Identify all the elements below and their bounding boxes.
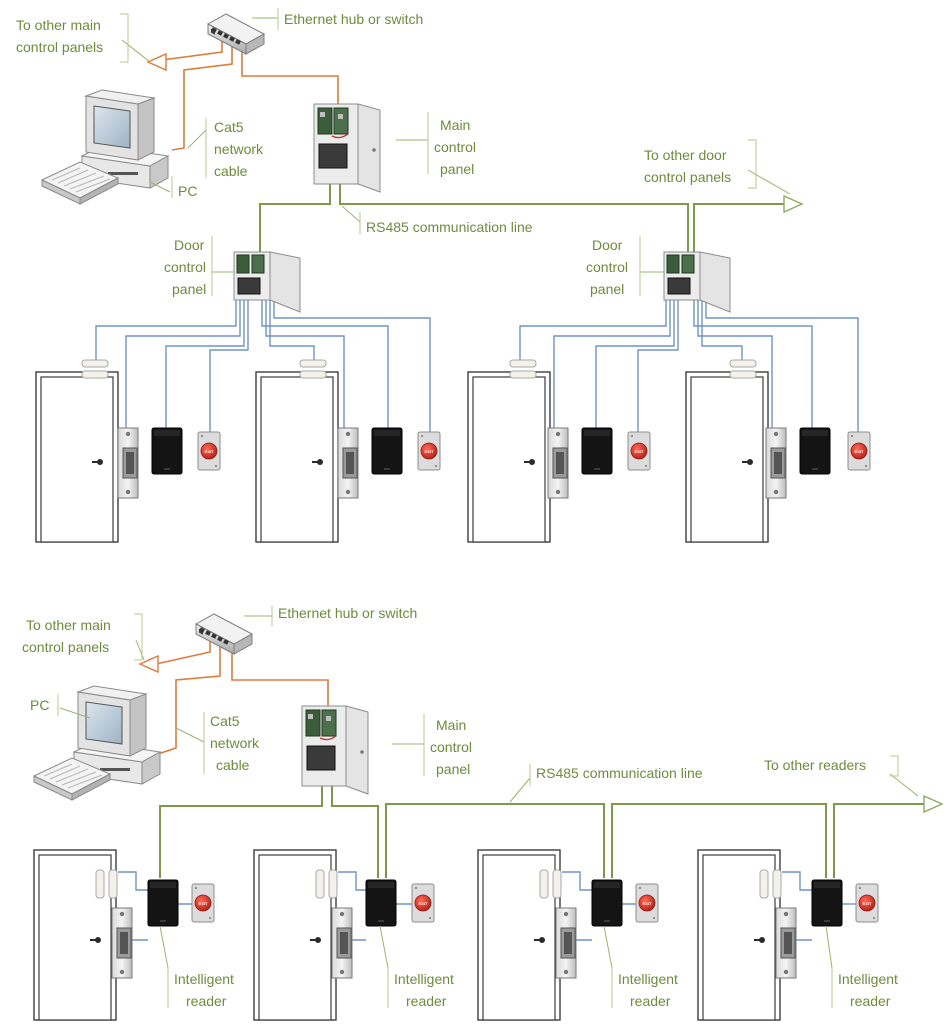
bottom-cat5-label-line2: network bbox=[210, 735, 260, 751]
top-cat5-label-line2: network bbox=[214, 141, 264, 157]
top-door-sensor-1 bbox=[81, 359, 109, 379]
top-electric-strike-1 bbox=[117, 427, 139, 499]
bottom-main-panel-label-line2: control bbox=[430, 739, 472, 755]
bottom-rs485-label: RS485 communication line bbox=[536, 765, 703, 781]
top-card-reader-2 bbox=[371, 427, 403, 475]
top-card-reader-1 bbox=[151, 427, 183, 475]
bottom-pc-icon bbox=[33, 685, 161, 801]
top-door-2 bbox=[255, 371, 339, 543]
top-door-sensor-4 bbox=[729, 359, 757, 379]
top-cat5-label-line3: cable bbox=[214, 163, 248, 179]
bottom-electric-strike-2 bbox=[331, 907, 353, 979]
bottom-other-readers-label: To other readers bbox=[764, 757, 866, 773]
top-ethernet-cables bbox=[161, 40, 339, 151]
top-ethernet-hub-icon bbox=[206, 12, 266, 56]
top-other-door-label-line2: control panels bbox=[644, 169, 731, 185]
top-door-panel-right-label-line1: Door bbox=[592, 237, 623, 253]
bottom-main-control-panel-icon bbox=[301, 705, 369, 795]
top-door-sensor-2 bbox=[299, 359, 327, 379]
top-pc-icon bbox=[41, 89, 169, 205]
top-rs485-label: RS485 communication line bbox=[366, 219, 533, 235]
bottom-ethernet-cables bbox=[155, 640, 329, 755]
exit-text: EXIT bbox=[863, 901, 872, 906]
top-door-1 bbox=[35, 371, 119, 543]
top-arrow-other-door-panels bbox=[783, 195, 803, 213]
bottom-ethernet-hub-icon bbox=[194, 612, 254, 656]
exit-text: EXIT bbox=[205, 449, 214, 454]
top-door-panel-right-label-line3: panel bbox=[590, 281, 624, 297]
exit-button-texts: EXIT EXIT EXIT EXIT EXIT EXIT EXIT EXIT bbox=[199, 449, 872, 906]
bottom-other-main-label-line1: To other main bbox=[26, 617, 111, 633]
top-pc-label: PC bbox=[178, 183, 197, 199]
top-diagram: Ethernet hub or switch To other main con… bbox=[16, 8, 871, 543]
bottom-reader-3-label-line1: Intelligent bbox=[618, 971, 678, 987]
top-hub-label: Ethernet hub or switch bbox=[284, 11, 423, 27]
exit-text: EXIT bbox=[855, 449, 864, 454]
bottom-intelligent-reader-2 bbox=[365, 879, 397, 927]
bottom-reader-1-label-line2: reader bbox=[186, 993, 227, 1009]
top-rs485-line bbox=[259, 172, 786, 262]
bottom-reader-4-label-line2: reader bbox=[850, 993, 891, 1009]
bottom-door-group-3 bbox=[477, 849, 659, 1021]
exit-text: EXIT bbox=[635, 449, 644, 454]
top-main-control-panel-icon bbox=[313, 103, 381, 193]
top-right-device-wires bbox=[519, 300, 859, 432]
top-door-panel-left-label-line1: Door bbox=[174, 237, 205, 253]
top-other-main-label-line2: control panels bbox=[16, 39, 103, 55]
top-arrow-other-main-panels bbox=[147, 53, 167, 71]
top-door-sensor-3 bbox=[509, 359, 537, 379]
bottom-other-main-label-line2: control panels bbox=[22, 639, 109, 655]
top-main-panel-label-line1: Main bbox=[440, 117, 470, 133]
top-card-reader-4 bbox=[799, 427, 831, 475]
bottom-intelligent-reader-3 bbox=[591, 879, 623, 927]
top-other-main-label-line1: To other main bbox=[16, 17, 101, 33]
top-main-panel-label-line3: panel bbox=[440, 161, 474, 177]
top-door-panel-left-label-line2: control bbox=[164, 259, 206, 275]
bottom-reader-4-label-line1: Intelligent bbox=[838, 971, 898, 987]
bottom-arrow-other-main-panels bbox=[139, 655, 159, 673]
bottom-cat5-label-line1: Cat5 bbox=[210, 713, 240, 729]
bottom-reader-2-label-line1: Intelligent bbox=[394, 971, 454, 987]
exit-text: EXIT bbox=[643, 901, 652, 906]
bottom-cat5-label-line3: cable bbox=[216, 757, 250, 773]
bottom-rs485-line bbox=[159, 772, 926, 878]
bottom-reader-2-label-line2: reader bbox=[406, 993, 447, 1009]
exit-text: EXIT bbox=[419, 901, 428, 906]
bottom-electric-strike-4 bbox=[775, 907, 797, 979]
top-electric-strike-2 bbox=[337, 427, 359, 499]
top-door-panel-right-label-line2: control bbox=[586, 259, 628, 275]
bottom-intelligent-reader-4 bbox=[811, 879, 843, 927]
bottom-door-group-1 bbox=[33, 849, 215, 1021]
bottom-door-group-2 bbox=[253, 849, 435, 1021]
bottom-diagram: Ethernet hub or switch To other main con… bbox=[22, 605, 943, 1021]
bottom-arrow-other-readers bbox=[923, 795, 943, 813]
bottom-main-panel-label-line1: Main bbox=[436, 717, 466, 733]
bottom-reader-1-label-line1: Intelligent bbox=[174, 971, 234, 987]
bottom-pc-label: PC bbox=[30, 697, 49, 713]
bottom-hub-label: Ethernet hub or switch bbox=[278, 605, 417, 621]
top-cat5-label-line1: Cat5 bbox=[214, 119, 244, 135]
top-door-4 bbox=[685, 371, 769, 543]
exit-text: EXIT bbox=[199, 901, 208, 906]
top-left-device-wires bbox=[95, 300, 431, 432]
top-other-door-label-line1: To other door bbox=[644, 147, 727, 163]
bottom-reader-3-label-line2: reader bbox=[630, 993, 671, 1009]
top-electric-strike-4 bbox=[765, 427, 787, 499]
bottom-main-panel-label-line3: panel bbox=[436, 761, 470, 777]
exit-text: EXIT bbox=[425, 449, 434, 454]
bottom-intelligent-reader-1 bbox=[147, 879, 179, 927]
bottom-electric-strike-1 bbox=[111, 907, 133, 979]
top-door-panel-left-label-line3: panel bbox=[172, 281, 206, 297]
top-electric-strike-3 bbox=[547, 427, 569, 499]
top-main-panel-label-line2: control bbox=[434, 139, 476, 155]
top-door-3 bbox=[467, 371, 551, 543]
top-card-reader-3 bbox=[581, 427, 613, 475]
bottom-door-group-4 bbox=[697, 849, 879, 1021]
bottom-electric-strike-3 bbox=[555, 907, 577, 979]
